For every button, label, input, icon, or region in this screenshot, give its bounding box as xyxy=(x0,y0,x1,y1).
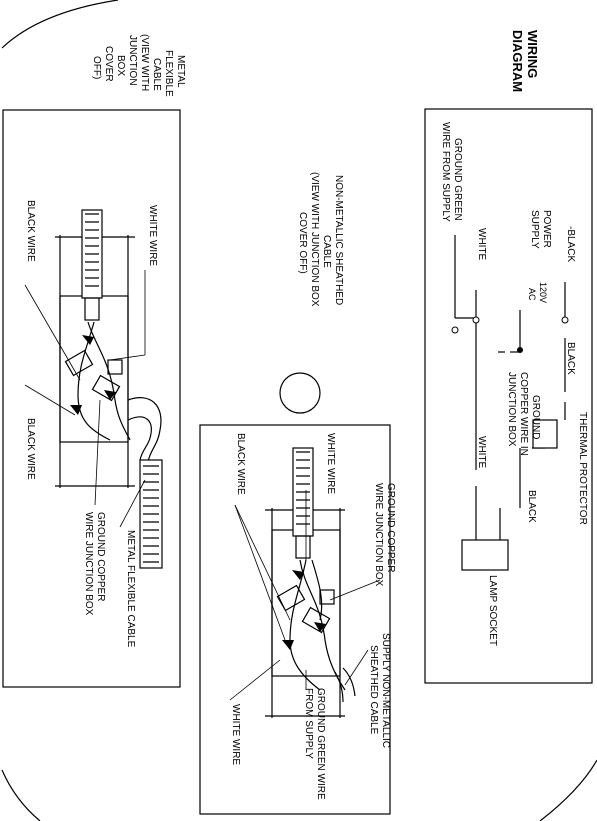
metal-panel xyxy=(2,109,181,688)
metal-heading-7: COVER xyxy=(103,46,114,82)
nonmetallic-heading-2: CABLE xyxy=(321,235,332,268)
nonmetallic-heading: NON-METALLIC SHEATHED CABLE (VIEW WITH J… xyxy=(297,172,344,307)
metal-arrow-2 xyxy=(70,405,82,415)
nonmetallic-junction-box xyxy=(265,447,356,718)
label-white-left: WHITE xyxy=(476,228,487,261)
schematic-labels: -BLACK POWER SUPPLY 120V AC WHITE GROUND… xyxy=(440,122,588,646)
terminal-dot-1 xyxy=(561,316,569,324)
nonmetallic-arrow-1 xyxy=(292,570,304,580)
title-line-2: DIAGRAM xyxy=(510,30,525,92)
lamp-socket-symbol xyxy=(461,539,509,571)
metal-heading-6: BOX xyxy=(115,55,126,76)
metal-heading-3: CABLE xyxy=(151,58,162,91)
terminal-dot-4 xyxy=(451,326,459,334)
metal-leaders xyxy=(24,270,146,528)
diagram-title: WIRING DIAGRAM xyxy=(510,30,540,92)
label-white-right: WHITE xyxy=(476,436,487,469)
nm-white-wire: WHITE WIRE xyxy=(325,433,336,494)
housing-outline-bottom-right xyxy=(539,759,597,821)
knockout-circle xyxy=(279,372,321,414)
nonmetallic-heading-4: COVER OFF) xyxy=(297,212,308,274)
metal-heading-1: METAL xyxy=(175,55,186,88)
nm-ground-copper-1: GROUND COPPER xyxy=(385,483,396,572)
nm-supply-2: SHEATHED CABLE xyxy=(368,645,379,735)
nonmetallic-panel xyxy=(199,424,391,815)
label-voltage-1: 120V xyxy=(538,282,548,303)
label-lamp-socket: LAMP SOCKET xyxy=(487,575,498,646)
nm-white-wire-bottom: WHITE WIRE xyxy=(230,704,241,765)
metal-labels: WHITE WIRE BLACK WIRE BLACK WIRE METAL F… xyxy=(25,200,158,648)
nm-ground-green-1: GROUND GREEN WIRE xyxy=(315,688,326,800)
thermal-protector-symbol xyxy=(532,419,558,449)
label-voltage-2: AC xyxy=(527,288,537,301)
mf-white-wire: WHITE WIRE xyxy=(147,205,158,266)
nonmetallic-labels: WHITE WIRE BLACK WIRE GROUND COPPER WIRE… xyxy=(230,433,396,800)
label-ground-green-2: WIRE FROM SUPPLY xyxy=(440,122,451,222)
housing-outline-bottom-left xyxy=(1,769,41,821)
nm-ground-green-2: FROM SUPPLY xyxy=(303,688,314,759)
mf-black-wire-top: BLACK WIRE xyxy=(25,200,36,262)
metal-heading-5: JUNCTION xyxy=(127,35,138,86)
label-ground-copper-1: GROUND xyxy=(530,395,541,439)
nonmetallic-arrow-3 xyxy=(314,622,326,632)
metal-arrow-1 xyxy=(82,335,94,345)
label-thermal-protector: THERMAL PROTECTOR xyxy=(577,412,588,525)
terminal-dot-2 xyxy=(472,316,480,324)
label-power-supply-2: SUPPLY xyxy=(529,210,540,249)
metal-junction-box xyxy=(55,209,163,569)
nonmetallic-leaders xyxy=(229,490,381,701)
mf-ground-copper-1: GROUND COPPER xyxy=(95,512,106,601)
label-black-top: -BLACK xyxy=(565,226,576,262)
label-power-supply-1: POWER xyxy=(541,210,552,248)
nonmetallic-heading-1: NON-METALLIC SHEATHED xyxy=(333,175,344,305)
mf-metal-flexible-cable: METAL FLEXIBLE CABLE xyxy=(125,530,136,648)
metal-arrow-3 xyxy=(104,390,116,400)
metal-heading-8: OFF) xyxy=(91,56,102,79)
nonmetallic-heading-3: (VIEW WITH JUNCTION BOX xyxy=(309,172,320,307)
housing-outline-top-left xyxy=(1,0,119,49)
title-line-1: WIRING xyxy=(525,30,540,78)
terminal-dot-3 xyxy=(517,347,523,353)
nonmetallic-arrow-2 xyxy=(282,640,294,650)
metal-heading-4: (VIEW WITH xyxy=(139,34,150,91)
label-ground-copper-3: JUNCTION BOX xyxy=(506,372,517,447)
nm-ground-copper-2: WIRE JUNCTION BOX xyxy=(373,483,384,587)
label-black-right: BLACK xyxy=(526,490,537,523)
label-ground-green-1: GROUND GREEN xyxy=(452,138,463,221)
schematic-panel xyxy=(424,108,593,684)
label-black-mid: BLACK xyxy=(565,342,576,375)
mf-ground-copper-2: WIRE JUNCTION BOX xyxy=(83,512,94,616)
mf-black-wire-bottom: BLACK WIRE xyxy=(25,418,36,480)
label-ground-copper-2: COPPER WIRE IN xyxy=(518,372,529,456)
nm-supply-1: SUPPLY NON-METALLIC xyxy=(380,633,391,748)
metal-heading: METAL FLEXIBLE CABLE (VIEW WITH JUNCTION… xyxy=(91,34,186,97)
nm-black-wire: BLACK WIRE xyxy=(235,433,246,495)
metal-heading-2: FLEXIBLE xyxy=(163,50,174,97)
